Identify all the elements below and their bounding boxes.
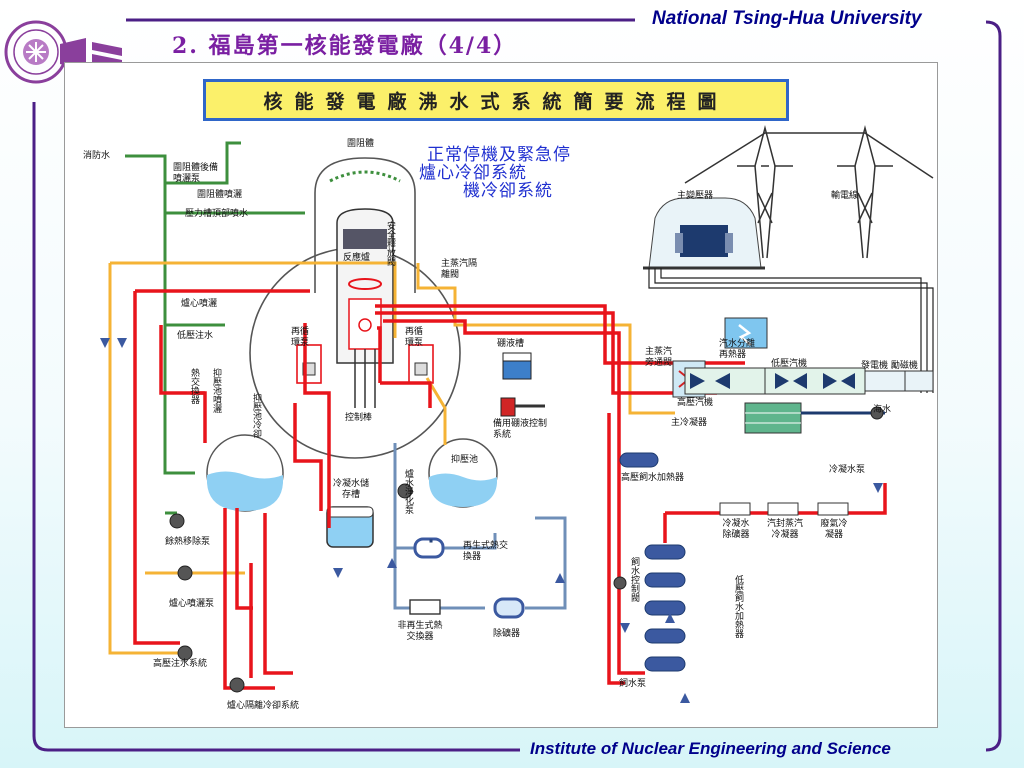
label-hp-turbine: 高壓汽機 — [677, 398, 714, 408]
turbine-hall — [672, 317, 934, 434]
label-core-spray: 爐心噴灑 — [181, 299, 218, 309]
university-seal-icon — [4, 20, 68, 84]
label-reactor-vessel: 反應爐 — [343, 253, 371, 263]
label-msr: 汽水分離再熱器 — [719, 339, 756, 360]
right-bracket — [985, 20, 1002, 752]
label-hpci: 高壓注水系統 — [153, 659, 208, 669]
label-main-transformer: 主變壓器 — [677, 191, 714, 201]
boron-tank — [500, 352, 545, 417]
label-low-pressure-injection: 低壓注水 — [177, 331, 214, 341]
label-non-regenerative-hx: 非再生式熱交換器 — [397, 621, 443, 642]
label-condensate-demin: 冷凝水除礦器 — [722, 519, 750, 540]
label-condensate-storage-tank: 冷凝水儲存槽 — [332, 479, 369, 500]
label-fire-water: 消防水 — [83, 151, 111, 161]
diagram-graphics — [100, 125, 934, 703]
label-hp-feedwater-heater: 高壓飼水加熱器 — [621, 473, 685, 483]
label-suppression-pool-spray: 抑壓池噴灑 — [211, 368, 221, 413]
recirc-pumps — [296, 344, 434, 384]
reactor-vessel — [336, 208, 394, 408]
label-transmission-line: 輸電線 — [831, 191, 859, 201]
label-boron-tank: 硼液槽 — [497, 339, 525, 349]
label-gland-steam-condenser: 汽封蒸汽冷凝器 — [766, 519, 803, 540]
feedwater-heaters — [429, 452, 686, 672]
university-name: National Tsing-Hua University — [652, 8, 922, 29]
label-feedwater-pump: 飼水泵 — [619, 679, 647, 689]
label-containment-backup-spray: 圍阻體後備噴灑泵 — [173, 163, 219, 184]
label-offgas-condenser: 廢氣冷凝器 — [820, 519, 848, 540]
label-containment: 圍阻體 — [347, 139, 375, 149]
condensate-storage-tank — [326, 506, 374, 548]
label-pv-head-spray: 壓力槽頂部噴水 — [185, 209, 249, 219]
label-recirc-pump-right: 再循環泵 — [405, 327, 424, 348]
label-rwcu-pump: 爐水淨化泵 — [403, 469, 413, 514]
label-lp-feedwater-heater: 低壓飼水加熱器 — [733, 575, 743, 638]
overlay-line-2: 爐心冷卻系統 — [419, 163, 527, 183]
label-core-spray-pump: 爐心噴灑泵 — [169, 599, 215, 609]
label-heat-exchanger-left: 熱交換器 — [189, 368, 199, 404]
label-rhr-pump: 餘熱移除泵 — [165, 537, 211, 547]
slide-title: 2. 福島第一核能發電廠（4/4） — [172, 33, 518, 59]
label-feedwater-control-valve: 飼水控制閥 — [629, 557, 639, 602]
label-recirc-pump-left: 再循環泵 — [291, 327, 310, 348]
label-slc: 備用硼液控制系統 — [493, 419, 548, 440]
label-condensate-pump: 冷凝水泵 — [829, 465, 866, 475]
label-seawater: 海水 — [873, 405, 892, 415]
power-lines — [648, 268, 934, 393]
left-bracket — [32, 102, 520, 752]
label-regenerative-hx: 再生式熱交換器 — [463, 541, 509, 562]
label-safety-relief-valve: 安全釋放閥 — [385, 221, 395, 266]
cooling-orange-lines — [108, 261, 675, 655]
bwr-flow-diagram: 核能發電廠沸水式系統簡要流程圖 消防水 圍阻體 圍阻體後備噴灑泵 圍阻體噴灑 壓… — [64, 62, 938, 728]
overlay-line-3: 機冷卻系統 — [463, 181, 553, 201]
label-demineralizer: 除礦器 — [493, 629, 521, 639]
label-main-steam-bypass: 主蒸汽旁通閥 — [645, 347, 673, 368]
main-transformer — [643, 197, 765, 270]
label-containment-spray: 圍阻體噴灑 — [197, 190, 243, 200]
label-generator-exciter: 發電機 勵磁機 — [861, 361, 918, 371]
label-rcic: 爐心隔離冷卻系統 — [227, 701, 300, 711]
label-msiv: 主蒸汽隔離閥 — [441, 259, 478, 280]
label-lp-turbine: 低壓汽機 — [771, 359, 808, 369]
label-main-condenser: 主冷凝器 — [671, 418, 708, 428]
suppression-pool-left — [206, 434, 284, 512]
aux-condensers — [719, 502, 849, 516]
institute-footer: Institute of Nuclear Engineering and Sci… — [530, 739, 891, 758]
transmission-towers — [684, 125, 934, 259]
label-suppression-pool-cooling: 抑壓池冷卻 — [251, 393, 261, 438]
overlay-line-1: 正常停機及緊急停 — [427, 145, 571, 165]
label-control-rods: 控制棒 — [345, 413, 373, 423]
suppression-pool-right — [428, 438, 498, 508]
flow-arrows — [100, 338, 883, 703]
diagram-title: 核能發電廠沸水式系統簡要流程圖 — [203, 79, 789, 121]
label-suppression-pool: 抑壓池 — [451, 455, 479, 465]
eccs-green-lines — [125, 141, 305, 515]
system-pumps — [169, 406, 884, 693]
